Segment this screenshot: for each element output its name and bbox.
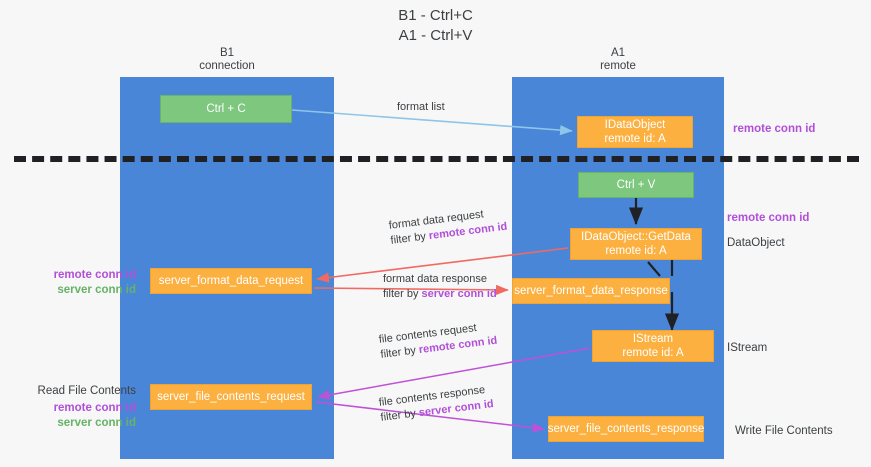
annotation-l2-text: Read File Contents: [37, 385, 136, 397]
title-line-2: A1 - Ctrl+V: [398, 27, 473, 44]
edge-fmt-res-prefix: filter by: [383, 288, 422, 300]
annotation-r2-text: remote conn id: [727, 212, 810, 224]
annotation-right-remote-conn-id-2: remote conn id: [727, 211, 809, 226]
node-file-res-label: server_file_contents_response: [547, 423, 705, 435]
annotation-left-read-file-contents: Read File Contents: [29, 384, 136, 399]
annotation-right-remote-conn-id-1: remote conn id: [733, 122, 815, 137]
node-ctrl-c[interactable]: Ctrl + C: [160, 95, 292, 123]
node-ctrl-v-label: Ctrl + V: [616, 179, 656, 191]
lane-a1-name: A1: [610, 47, 626, 59]
node-getdata-sub: remote id: A: [605, 245, 667, 257]
page-title: B1 - Ctrl+C A1 - Ctrl+V: [0, 6, 871, 46]
lane-header-b1: B1 connection: [120, 47, 334, 73]
lane-b1-subtitle: connection: [199, 60, 255, 72]
node-getdata-label: IDataObject::GetData: [581, 231, 691, 243]
annotation-right-istream: IStream: [727, 341, 767, 356]
annotation-r3-text: DataObject: [727, 237, 785, 249]
annotation-l3a-text: remote conn id: [53, 402, 136, 414]
node-idataobject-getdata[interactable]: IDataObject::GetData remote id: A: [570, 228, 702, 260]
annotation-l1a-text: remote conn id: [53, 269, 136, 281]
edge-format-list-line1: format list: [397, 101, 445, 113]
edge-label-format-data-request: format data request filter by remote con…: [388, 205, 508, 249]
edge-label-format-data-response: format data response filter by server co…: [383, 272, 497, 302]
lane-b1-name: B1: [219, 47, 235, 59]
node-idataobject-sub: remote id: A: [604, 133, 666, 145]
edge-fmt-res-line2: filter by server conn id: [383, 287, 497, 302]
annotation-right-write-file-contents: Write File Contents: [735, 424, 833, 439]
annotation-l3b-text: server conn id: [57, 417, 136, 429]
node-server-format-data-response[interactable]: server_format_data_response: [512, 278, 670, 304]
edge-file-res-prefix: filter by: [379, 407, 420, 424]
phase-divider: [14, 156, 859, 162]
node-istream-sub: remote id: A: [622, 347, 684, 359]
node-file-req-label: server_file_contents_request: [157, 391, 305, 403]
node-fmt-res-label: server_format_data_response: [514, 285, 668, 297]
edge-file-req-prefix: filter by: [379, 344, 420, 361]
edge-label-file-contents-response: file contents response filter by server …: [378, 382, 495, 426]
title-line-1: B1 - Ctrl+C: [398, 7, 473, 24]
edge-fmt-req-prefix: filter by: [389, 230, 430, 247]
node-ctrl-c-label: Ctrl + C: [206, 103, 246, 115]
node-fmt-req-label: server_format_data_request: [158, 275, 304, 287]
annotation-right-dataobject: DataObject: [727, 236, 785, 251]
node-ctrl-v[interactable]: Ctrl + V: [578, 172, 694, 198]
node-idataobject[interactable]: IDataObject remote id: A: [577, 116, 693, 148]
node-istream-label: IStream: [632, 333, 674, 345]
node-server-file-contents-request[interactable]: server_file_contents_request: [150, 384, 312, 410]
node-server-file-contents-response[interactable]: server_file_contents_response: [548, 416, 704, 442]
lane-a1-subtitle: remote: [600, 60, 636, 72]
edge-label-file-contents-request: file contents request filter by remote c…: [378, 319, 498, 363]
node-idataobject-label: IDataObject: [604, 119, 666, 131]
edge-fmt-res-line1: format data response: [383, 273, 487, 285]
annotation-r1-text: remote conn id: [733, 123, 816, 135]
annotation-r4-text: IStream: [727, 342, 768, 354]
annotation-l1b-text: server conn id: [57, 284, 136, 296]
annotation-r5-text: Write File Contents: [735, 425, 833, 437]
annotation-left-conn-ids-1: remote conn id server conn id: [21, 268, 136, 298]
lane-header-a1: A1 remote: [512, 47, 724, 73]
node-server-format-data-request[interactable]: server_format_data_request: [150, 268, 312, 294]
annotation-left-conn-ids-2: remote conn id server conn id: [21, 401, 136, 431]
edge-label-format-list: format list: [397, 100, 445, 115]
edge-fmt-res-key: server conn id: [421, 288, 497, 300]
node-istream[interactable]: IStream remote id: A: [592, 330, 714, 362]
